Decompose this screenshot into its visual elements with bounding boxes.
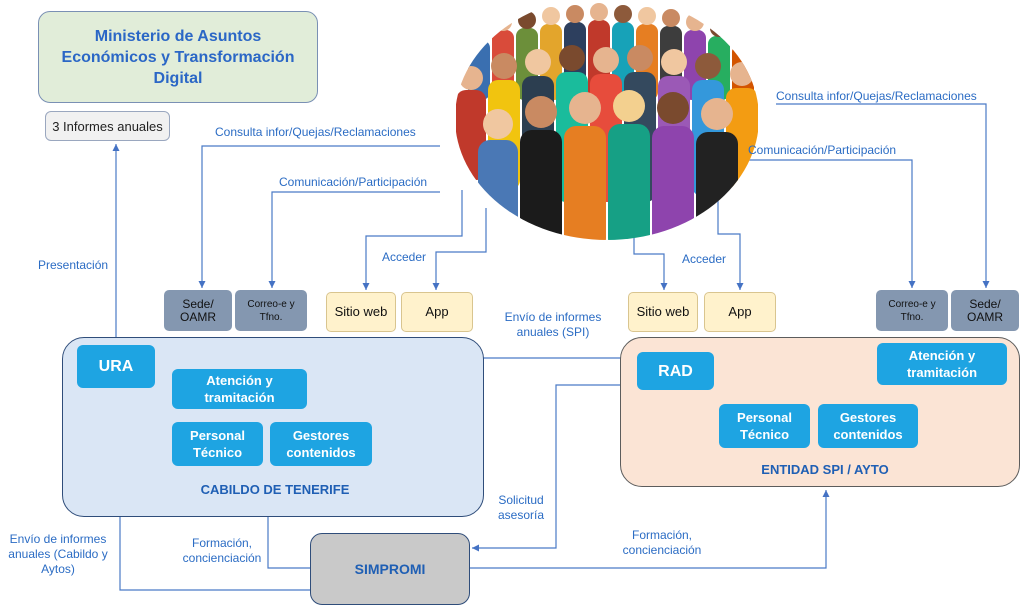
ministry-box: Ministerio de Asuntos Económicos y Trans… [38, 11, 318, 103]
annual-reports-label: 3 Informes anuales [52, 118, 163, 134]
right-sede-label: Sede/ OAMR [967, 296, 1003, 324]
label-envio-cabildo: Envío de informes anuales (Cabildo y Ayt… [8, 532, 108, 576]
cabildo-personal-label: Personal Técnico [190, 428, 245, 460]
cabildo-atencion-box: Atención y tramitación [172, 369, 307, 409]
right-app-box: App [704, 292, 776, 332]
cabildo-gestores-box: Gestores contenidos [270, 422, 372, 466]
entidad-atencion-label: Atención y tramitación [906, 348, 978, 380]
entidad-personal-label: Personal Técnico [737, 410, 792, 442]
cabildo-name: CABILDO DE TENERIFE [200, 482, 350, 497]
crowd-illustration-icon [455, 0, 759, 240]
left-app-label: App [425, 304, 449, 319]
right-correo-box: Correo-e y Tfno. [876, 290, 948, 331]
label-acceder-right: Acceder [682, 252, 727, 266]
label-comunicacion-right: Comunicación/Participación [748, 143, 897, 157]
cabildo-atencion-label: Atención y tramitación [204, 373, 275, 405]
rad-label: RAD [658, 362, 693, 380]
label-formacion-left: Formación, concienciación [182, 536, 262, 565]
entidad-personal-box: Personal Técnico [719, 404, 810, 448]
label-solicitud-asesoria: Solicitud asesoría [497, 493, 545, 522]
left-sede-box: Sede/ OAMR [164, 290, 232, 331]
left-sitio-web-label: Sitio web [334, 304, 388, 319]
label-formacion-right: Formación, concienciación [622, 528, 702, 557]
simpromi-label: SIMPROMI [354, 561, 426, 577]
label-acceder-left: Acceder [382, 250, 427, 264]
right-sede-box: Sede/ OAMR [951, 290, 1019, 331]
label-comunicacion-left: Comunicación/Participación [279, 175, 428, 189]
entidad-gestores-box: Gestores contenidos [818, 404, 918, 448]
cabildo-gestores-label: Gestores contenidos [286, 428, 356, 460]
left-app-box: App [401, 292, 473, 332]
rad-box: RAD [637, 352, 714, 390]
ura-label: URA [98, 358, 134, 375]
simpromi-box: SIMPROMI [310, 533, 470, 605]
annual-reports-box: 3 Informes anuales [45, 111, 170, 141]
ministry-title: Ministerio de Asuntos Económicos y Trans… [61, 27, 295, 87]
left-sede-label: Sede/ OAMR [180, 296, 216, 324]
entidad-gestores-label: Gestores contenidos [833, 410, 903, 442]
left-correo-box: Correo-e y Tfno. [235, 290, 307, 331]
ura-box: URA [77, 345, 155, 388]
entidad-name: ENTIDAD SPI / AYTO [761, 462, 889, 477]
entidad-atencion-box: Atención y tramitación [877, 343, 1007, 385]
label-consulta-left: Consulta infor/Quejas/Reclamaciones [215, 125, 416, 139]
left-sitio-web-box: Sitio web [326, 292, 396, 332]
right-correo-label: Correo-e y Tfno. [888, 298, 936, 323]
label-envio-spi: Envío de informes anuales (SPI) [504, 310, 602, 339]
right-sitio-web-label: Sitio web [636, 304, 690, 319]
label-presentacion: Presentación [38, 258, 109, 272]
right-sitio-web-box: Sitio web [628, 292, 698, 332]
right-app-label: App [728, 304, 752, 319]
left-correo-label: Correo-e y Tfno. [247, 298, 295, 323]
cabildo-personal-box: Personal Técnico [172, 422, 263, 466]
label-consulta-right: Consulta infor/Quejas/Reclamaciones [776, 89, 977, 103]
